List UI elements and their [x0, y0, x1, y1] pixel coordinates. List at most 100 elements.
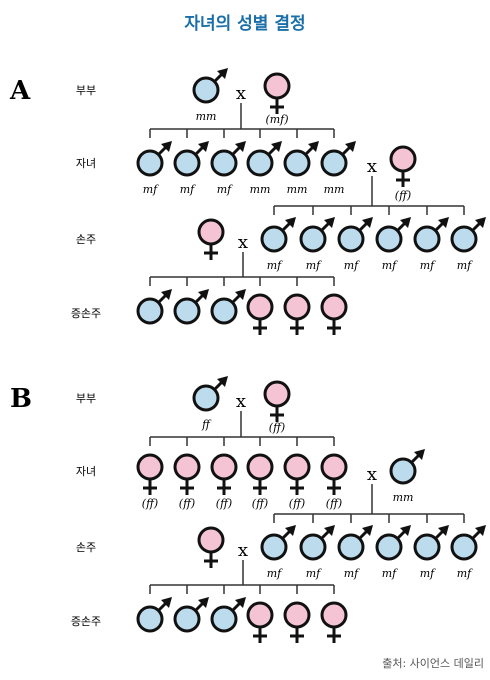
genotype-label: (mf) [265, 113, 288, 126]
child-4: mm [246, 141, 282, 196]
male-symbol-icon [260, 525, 296, 561]
great-grandchild-3 [210, 597, 246, 633]
genotype-label: mm [196, 110, 217, 123]
child-1: mf [136, 141, 172, 196]
child-5: mm [283, 141, 319, 196]
row-label-children: 자녀 [76, 157, 96, 170]
great-grandchild-6 [320, 293, 348, 335]
great-grandchild-3 [210, 289, 246, 325]
genotype-label: (ff) [269, 421, 285, 434]
male-symbol-icon [450, 217, 486, 253]
child-3: mf [210, 141, 246, 196]
genotype-label: mf [267, 259, 283, 272]
male-symbol-icon [173, 289, 209, 325]
genotype-label: (ff) [289, 497, 305, 510]
parent-couple: mm (mf) [192, 68, 291, 126]
great-grandchild-1 [136, 597, 172, 633]
cross-symbol: x [367, 156, 377, 177]
grandchild-spouse [197, 218, 225, 260]
female-symbol-icon [263, 380, 291, 422]
female-symbol-icon [283, 293, 311, 335]
genotype-label: mf [306, 259, 322, 272]
grandchild-3: mf [337, 525, 373, 580]
male-symbol-icon [136, 141, 172, 177]
female-symbol-icon [173, 453, 201, 495]
male-symbol-icon [173, 597, 209, 633]
male-symbol-icon [413, 217, 449, 253]
genotype-label: mf [344, 567, 360, 580]
child-2: (ff) [173, 453, 201, 510]
genotype-label: mf [306, 567, 322, 580]
cross-symbol: x [238, 540, 248, 561]
female-symbol-icon [136, 453, 164, 495]
male-symbol-icon [210, 597, 246, 633]
grandchild-1: mf [260, 217, 296, 272]
panel-label: B [10, 384, 32, 414]
row-label-children: 자녀 [76, 465, 96, 478]
genotype-label: ff [201, 418, 212, 431]
female-symbol-icon [197, 218, 225, 260]
cross-symbol: x [236, 83, 246, 104]
child-2: mf [173, 141, 209, 196]
child-1: (ff) [136, 453, 164, 510]
grandchild-5: mf [413, 525, 449, 580]
female-symbol-icon [246, 453, 274, 495]
child-spouse: mm [389, 449, 425, 504]
great-grandchild-4 [246, 293, 274, 335]
genotype-label: (ff) [326, 497, 342, 510]
grandchild-2: mf [299, 217, 335, 272]
genotype-label: mm [287, 183, 308, 196]
male-symbol-icon [375, 525, 411, 561]
great-grandchild-2 [173, 289, 209, 325]
male-symbol-icon [389, 449, 425, 485]
female-symbol-icon [389, 145, 417, 187]
grandchild-1: mf [260, 525, 296, 580]
grandchild-5: mf [413, 217, 449, 272]
great-grandchild-4 [246, 601, 274, 643]
grandchild-4: mf [375, 217, 411, 272]
male-symbol-icon [210, 141, 246, 177]
great-grandchild-2 [173, 597, 209, 633]
genotype-label: (ff) [216, 497, 232, 510]
genotype-label: mf [267, 567, 283, 580]
grandchild-3: mf [337, 217, 373, 272]
grandchild-2: mf [299, 525, 335, 580]
child-4: (ff) [246, 453, 274, 510]
genotype-label: mf [143, 183, 159, 196]
child-6: (ff) [320, 453, 348, 510]
grandchild-4: mf [375, 525, 411, 580]
child-3: (ff) [210, 453, 238, 510]
female-symbol-icon [197, 526, 225, 568]
male-symbol-icon [320, 141, 356, 177]
grandchild-6: mf [450, 217, 486, 272]
genotype-label: mm [393, 491, 414, 504]
male-symbol-icon [192, 68, 228, 104]
genotype-label: mf [457, 259, 473, 272]
cross-symbol: x [238, 232, 248, 253]
genotype-label: (ff) [252, 497, 268, 510]
child-spouse: (ff) [389, 145, 417, 202]
genotype-label: (ff) [395, 189, 411, 202]
male-symbol-icon [192, 376, 228, 412]
female-symbol-icon [320, 453, 348, 495]
genotype-label: mm [324, 183, 345, 196]
male-symbol-icon [210, 289, 246, 325]
great-grandchild-5 [283, 601, 311, 643]
male-symbol-icon [136, 597, 172, 633]
genotype-label: (ff) [179, 497, 195, 510]
female-symbol-icon [246, 293, 274, 335]
female-symbol-icon [246, 601, 274, 643]
female-symbol-icon [320, 601, 348, 643]
female-symbol-icon [320, 293, 348, 335]
genotype-label: mf [420, 259, 436, 272]
male-symbol-icon [337, 217, 373, 253]
row-label-parents: 부부 [76, 392, 96, 405]
male-symbol-icon [260, 217, 296, 253]
male-symbol-icon [283, 141, 319, 177]
female-symbol-icon [210, 453, 238, 495]
female-symbol-icon [263, 72, 291, 114]
